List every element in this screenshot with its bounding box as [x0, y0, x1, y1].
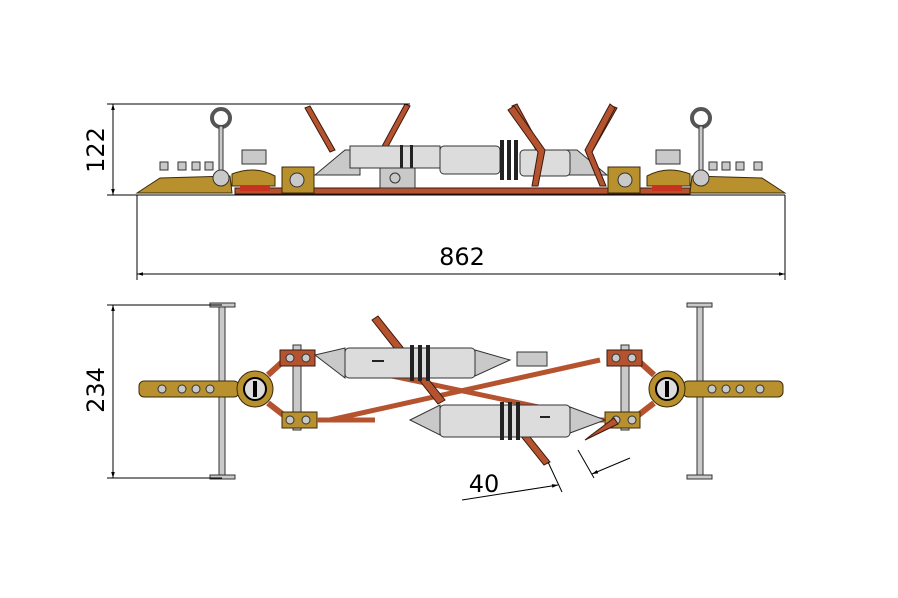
- dimension-offset: 40: [461, 449, 631, 501]
- dimension-width-plan: 234: [82, 304, 222, 479]
- dimension-height-side: 122: [82, 103, 410, 196]
- dimension-40-label: 40: [469, 470, 500, 498]
- dimension-overall-length: 862: [136, 195, 786, 280]
- dimension-862-label: 862: [439, 243, 485, 271]
- plan-view: [139, 303, 783, 479]
- dimension-234-label: 234: [82, 367, 110, 413]
- side-view: [135, 102, 787, 196]
- dimension-122-label: 122: [82, 127, 110, 173]
